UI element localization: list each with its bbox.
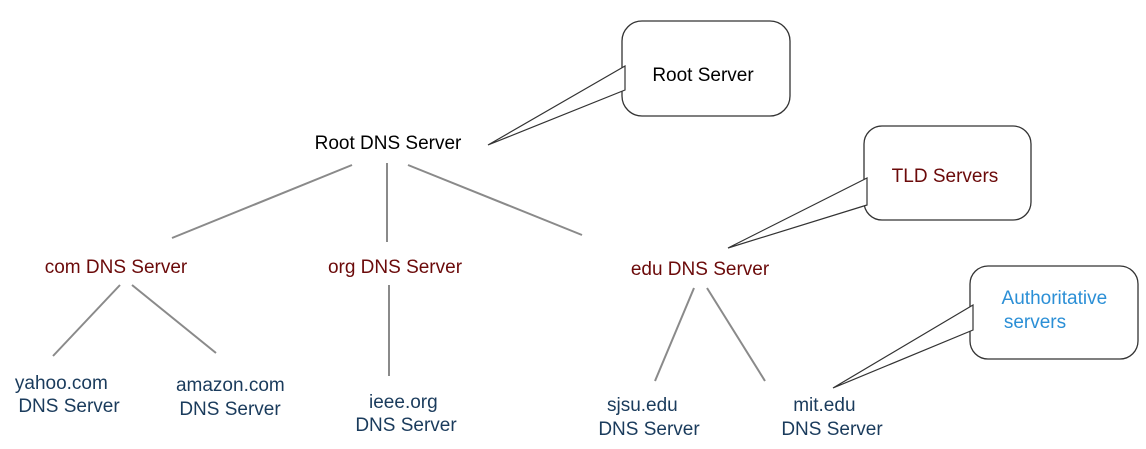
callout-tld-box — [863, 125, 1032, 221]
edge-edu-mit — [706, 287, 766, 382]
edge-com-amazon — [131, 284, 217, 354]
node-sjsu-line1: sjsu.edu — [607, 395, 678, 416]
node-ieee-line1: ieee.org — [369, 392, 438, 413]
callout-root-text: Root Server — [652, 65, 754, 86]
callout-authoritative-servers: Authoritative servers — [832, 265, 1139, 389]
edge-root-edu — [407, 164, 583, 236]
callout-tld-pointer — [727, 177, 868, 249]
node-sjsu-dns-server: sjsu.edu DNS Server — [598, 395, 700, 440]
callout-tld-servers: TLD Servers — [727, 125, 1032, 249]
callout-tld-text: TLD Servers — [892, 166, 999, 187]
node-amazon-line1: amazon.com — [176, 375, 285, 396]
node-ieee-line2: DNS Server — [355, 415, 457, 436]
node-edu-dns-server: edu DNS Server — [631, 259, 770, 280]
callout-auth-pointer — [832, 303, 974, 389]
node-yahoo-dns-server: yahoo.com DNS Server — [15, 373, 120, 417]
node-mit-line1: mit.edu — [793, 395, 855, 416]
callout-auth-text: Authoritative servers — [1002, 288, 1113, 333]
node-yahoo-line1: yahoo.com — [15, 373, 108, 394]
node-ieee-dns-server: ieee.org DNS Server — [355, 392, 457, 436]
edge-com-yahoo — [52, 284, 121, 357]
node-amazon-line2: DNS Server — [179, 399, 281, 420]
node-sjsu-line2: DNS Server — [598, 419, 700, 440]
callout-auth-line2: servers — [1004, 312, 1066, 333]
node-root-dns-server: Root DNS Server — [315, 133, 462, 154]
edge-root-com — [171, 164, 353, 239]
node-amazon-dns-server: amazon.com DNS Server — [176, 375, 290, 420]
node-org-dns-server: org DNS Server — [328, 257, 463, 278]
tree-edges — [52, 163, 766, 382]
callout-root-pointer — [487, 64, 626, 146]
node-mit-line2: DNS Server — [781, 419, 883, 440]
callout-root-server: Root Server — [487, 20, 791, 146]
node-mit-dns-server: mit.edu DNS Server — [781, 395, 883, 440]
callout-auth-line1: Authoritative — [1002, 288, 1108, 309]
node-com-dns-server: com DNS Server — [45, 257, 188, 278]
edge-edu-sjsu — [654, 287, 695, 382]
node-yahoo-line2: DNS Server — [18, 396, 120, 417]
